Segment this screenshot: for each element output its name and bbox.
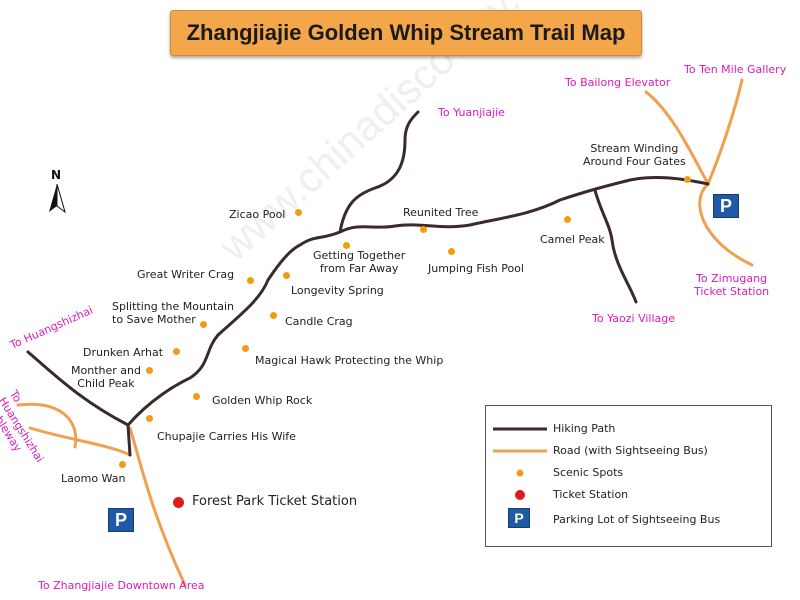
road-to-bailong [644,90,710,186]
parking-icon-stream-winding: P [713,194,739,218]
direction-zimugang: To Zimugang Ticket Station [694,272,770,298]
spot-label-chupajie: Chupajie Carries His Wife [157,430,296,443]
legend-ticket-station-label: Ticket Station [553,488,629,501]
spot-dot-great-writer [247,277,254,284]
road-to-zimugang [698,182,754,267]
spot-label-jumping-fish: Jumping Fish Pool [428,262,524,275]
legend-ticket-station-icon [515,490,525,500]
spot-dot-zicao-pool [295,209,302,216]
title-banner: Zhangjiajie Golden Whip Stream Trail Map [170,10,642,56]
spot-label-forest-park-ticket: Forest Park Ticket Station [192,494,358,509]
spot-dot-longevity-spring [283,272,290,279]
legend-road-label: Road (with Sightseeing Bus) [553,444,708,457]
map-legend: Hiking Path Road (with Sightseeing Bus) … [485,405,772,547]
spot-dot-magical-hawk [242,345,249,352]
spot-label-drunken-arhat: Drunken Arhat [83,346,164,359]
spot-label-longevity-spring: Longevity Spring [291,284,384,297]
spot-label-stream-winding: Stream Winding Around Four Gates [583,142,686,168]
road-to-ten-mile [706,78,744,186]
parking-icon-forest-park: P [108,508,134,532]
road-to-downtown [128,426,187,587]
legend-hiking-path-label: Hiking Path [553,422,616,435]
spot-dot-mother-child [146,367,153,374]
spot-label-mother-child: Monther and Child Peak [71,364,141,390]
direction-bailong-elevator: To Bailong Elevator [565,76,671,89]
spot-label-zicao-pool: Zicao Pool [229,208,286,221]
north-arrow-icon [49,184,66,214]
spot-dot-golden-whip-rock [193,393,200,400]
map-title: Zhangjiajie Golden Whip Stream Trail Map [186,20,626,45]
legend-parking-icon: P [508,508,530,528]
spot-label-great-writer: Great Writer Crag [137,268,235,281]
north-compass: N [46,168,68,218]
roads [16,78,754,587]
legend-hiking-path-swatch [493,427,547,431]
legend-scenic-spot-icon [516,469,524,477]
legend-parking-label: Parking Lot of Sightseeing Bus [553,513,721,526]
spot-label-magical-hawk: Magical Hawk Protecting the Whip [255,354,444,367]
hiking-paths [26,110,710,457]
spot-dot-laomo-wan [119,461,126,468]
direction-downtown: To Zhangjiajie Downtown Area [38,579,205,592]
ticket-station-marker [173,497,184,508]
spot-dot-camel-peak [564,216,571,223]
spot-label-laomo-wan: Laomo Wan [61,472,126,485]
spot-label-candle-crag: Candle Crag [285,315,353,328]
path-to-huangshizhai [26,350,130,427]
spot-label-getting-together: Getting Together from Far Away [313,249,406,275]
legend-scenic-spots-label: Scenic Spots [553,466,624,479]
direction-yuanjiajie: To Yuanjiajie [438,106,505,119]
spot-dot-candle-crag [270,312,277,319]
spot-dot-jumping-fish [448,248,455,255]
spot-label-golden-whip-rock: Golden Whip Rock [212,394,313,407]
spot-label-camel-peak: Camel Peak [540,233,605,246]
spot-label-splitting-mountain: Splitting the Mountain to Save Mother [112,300,235,326]
spot-dot-splitting-mountain [200,321,207,328]
legend-road-swatch [493,449,547,453]
spot-label-reunited-tree: Reunited Tree [403,206,479,219]
north-label: N [51,168,62,182]
spot-dot-drunken-arhat [173,348,180,355]
direction-ten-mile-gallery: To Ten Mile Gallery [684,63,787,76]
spot-dot-reunited-tree [420,226,427,233]
spot-dot-getting-together [343,242,350,249]
spot-dot-stream-winding [684,176,691,183]
spot-dot-chupajie [146,415,153,422]
direction-yaozi-village: To Yaozi Village [592,312,676,325]
path-to-yuanjiajie [338,110,420,234]
road-cableway-link [28,426,132,457]
path-to-yaozi [593,188,638,304]
